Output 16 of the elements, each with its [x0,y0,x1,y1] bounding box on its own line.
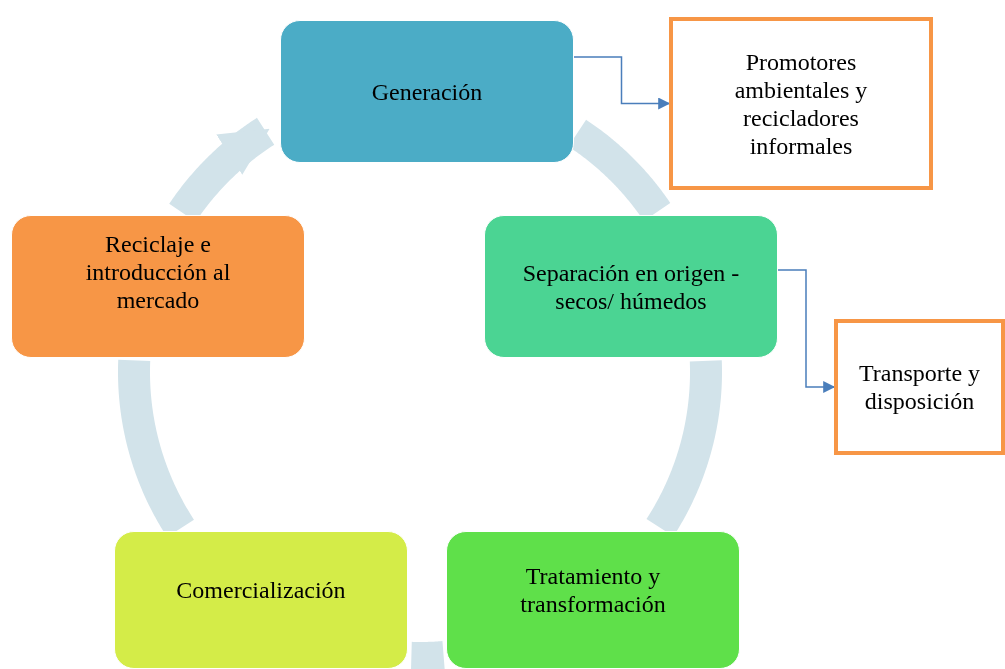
node-label: Comercialización [175,576,347,604]
arrow [573,56,671,110]
process-box [280,20,574,163]
process-box [446,531,740,669]
process-box [114,531,408,669]
note-box [834,319,1005,455]
node-label: Transporte y disposición [857,359,982,415]
node-label: Reciclaje e introducción al mercado [84,229,232,314]
node-label: Separación en origen - secos/ húmedos [521,258,741,315]
node-label: Generación [370,77,484,106]
note-box [669,17,933,190]
node-label: Tratamiento y transformación [519,562,667,618]
node-label: Promotores ambientales y recicladores informales [733,47,869,160]
arrow [777,269,836,393]
process-box [11,215,305,358]
process-box [484,215,778,358]
